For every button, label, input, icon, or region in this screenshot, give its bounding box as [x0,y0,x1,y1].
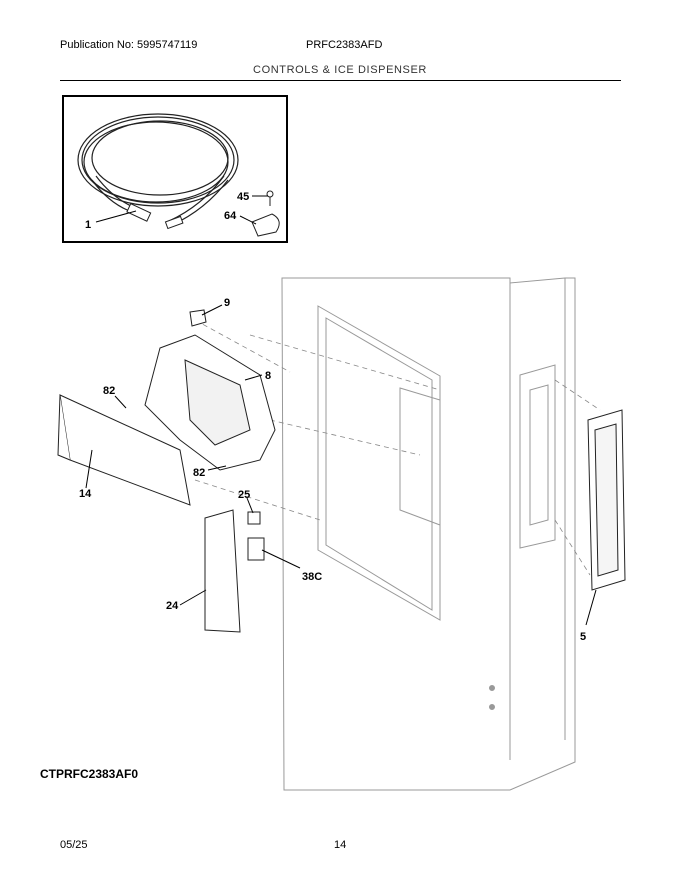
water-tube-coil [77,113,239,226]
page-number: 14 [334,839,347,851]
tube-end-fitting [126,203,184,230]
assembly-dash-lines [194,319,601,576]
dispenser-paddle [204,509,241,633]
callout-25: 25 [238,489,250,501]
callout-9: 9 [224,297,230,309]
dispenser-housing [144,309,276,471]
callout-8: 8 [265,370,271,382]
callout-24: 24 [166,600,179,612]
clamp-part [251,190,280,237]
callout-38c: 38C [302,571,322,583]
dispenser-cover [57,394,191,506]
callout-leaders [85,195,597,626]
inset-box [62,95,288,243]
callout-82-lower: 82 [193,467,205,479]
section-title: CONTROLS & ICE DISPENSER [253,64,427,76]
footer-date: 05/25 [60,839,88,851]
callout-14: 14 [79,488,92,500]
callout-82-upper: 82 [103,385,115,397]
header-rule [60,80,621,81]
refrigerator-door [281,277,576,791]
publication-number: Publication No: 5995747119 [60,39,198,51]
spring-and-switch [247,511,265,561]
callout-1: 1 [85,219,91,231]
callout-45: 45 [237,191,249,203]
callout-64: 64 [224,210,237,222]
callout-5: 5 [580,631,586,643]
control-panel [587,409,626,591]
model-number: PRFC2383AFD [306,39,383,51]
diagram-code: CTPRFC2383AF0 [40,767,139,781]
